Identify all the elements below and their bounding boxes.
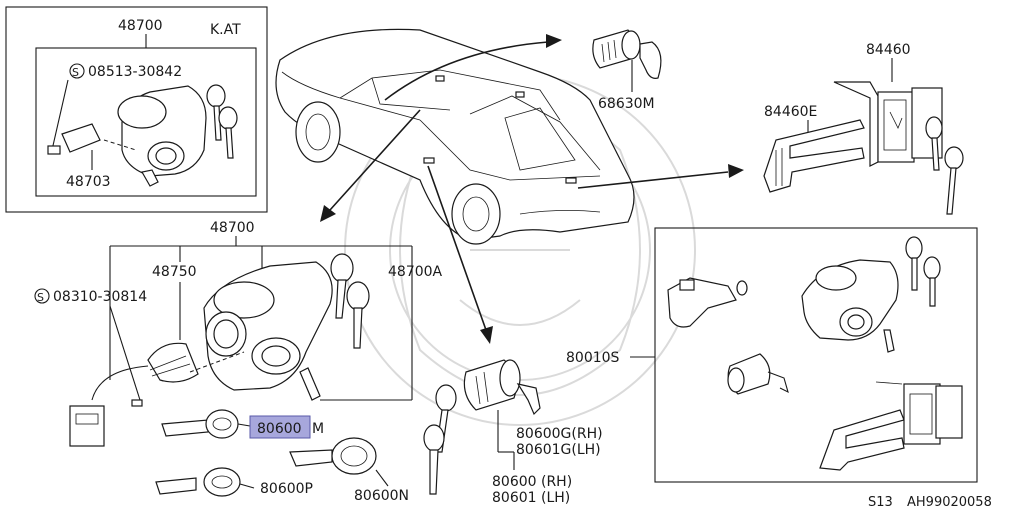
pointer-arrows — [320, 34, 744, 344]
trunk-lock-cylinder-68630m — [592, 29, 662, 92]
label-68630m: 68630M — [598, 96, 655, 112]
label-08513-30842: 08513-30842 — [88, 64, 182, 80]
kit-ignition-switch — [801, 259, 899, 353]
label-84460: 84460 — [866, 42, 911, 58]
label-80600p: 80600P — [260, 481, 313, 497]
key-80600n — [289, 437, 389, 487]
car-illustration — [275, 28, 635, 245]
highlight-80600m[interactable] — [249, 415, 311, 439]
label-80600m-suffix: M — [312, 421, 324, 437]
footer-diagram-id: AH99020058 — [907, 495, 992, 510]
main-keys — [330, 253, 370, 349]
kat-inset-box — [5, 6, 268, 213]
kat-keys — [206, 84, 238, 159]
label-48700-top: 48700 — [118, 18, 163, 34]
label-48700-mid: 48700 — [210, 220, 255, 236]
door-lock-cylinder-80600 — [463, 359, 541, 470]
label-k-at: K.AT — [210, 22, 241, 38]
label-48750: 48750 — [152, 264, 197, 280]
key-80600m — [161, 409, 251, 439]
kit-box-80010s — [654, 227, 978, 483]
label-80010s: 80010S — [566, 350, 620, 366]
label-80600n: 80600N — [354, 488, 409, 504]
glove-box-lock-84460 — [833, 81, 964, 215]
label-08310-30814: 08310-30814 — [53, 289, 147, 305]
label-48703: 48703 — [66, 174, 111, 190]
label-80601: 80601 (LH) — [492, 490, 570, 506]
glove-box-latch-84460e — [763, 119, 865, 193]
label-48700a: 48700A — [388, 264, 443, 280]
ignition-switch-48700 — [203, 261, 333, 401]
label-80600m[interactable]: 80600 — [257, 421, 302, 437]
kit-keys — [905, 236, 941, 307]
footer-model-code: S13 — [868, 495, 893, 510]
ignition-connector — [69, 342, 245, 447]
label-84460e: 84460E — [764, 104, 817, 120]
leader-bracket-48700 — [109, 236, 413, 401]
svg-text:S: S — [37, 291, 44, 304]
kit-door-cylinder — [727, 353, 789, 395]
kat-ignition-switch — [47, 85, 207, 187]
screw-symbol-2: S — [34, 288, 50, 304]
key-80600p — [155, 467, 255, 497]
door-lock-keys — [423, 384, 457, 495]
label-80601g: 80601G(LH) — [516, 442, 601, 458]
svg-text:S: S — [72, 66, 79, 79]
screw-symbol-1: S — [69, 63, 85, 79]
label-80600: 80600 (RH) — [492, 474, 572, 490]
kit-glove-box-lock — [819, 381, 963, 471]
label-80600g: 80600G(RH) — [516, 426, 603, 442]
kit-door-handle — [667, 277, 748, 328]
